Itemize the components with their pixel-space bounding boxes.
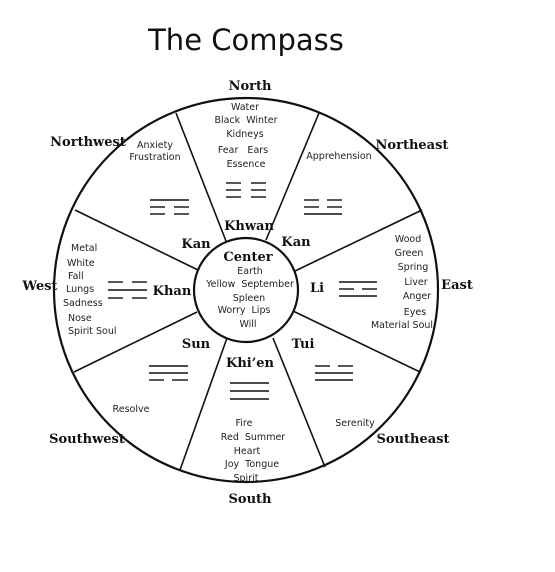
- attribute-text: Wood: [395, 234, 422, 245]
- attribute-text: Sadness: [63, 298, 103, 309]
- sector-northeast-attributes: Apprehension: [306, 151, 371, 162]
- attribute-text: Spirit Soul: [68, 326, 117, 337]
- center-line: Earth: [237, 266, 262, 277]
- center-line: Yellow September: [205, 279, 294, 290]
- attribute-text: Fire: [236, 418, 253, 429]
- trigram-kan-northeast: Kan: [281, 235, 311, 250]
- attribute-text: Fear Ears: [218, 145, 268, 156]
- trigram-khan: Khan: [153, 284, 192, 299]
- sector-north-attributes: Water Black Winter Kidneys Fear Ears Ess…: [214, 102, 277, 170]
- direction-north: North: [229, 79, 272, 94]
- sector-west-attributes: Metal White Fall Lungs Sadness Nose Spir…: [63, 243, 117, 337]
- sector-northwest-attributes: Anxiety Frustration: [129, 140, 180, 163]
- attribute-text: Anger: [403, 291, 431, 302]
- trigram-symbol-kan-northwest: [150, 199, 189, 215]
- center-attributes: Earth Yellow September Spleen Worry Lips…: [205, 266, 294, 330]
- direction-northwest: Northwest: [50, 135, 126, 150]
- direction-southeast: Southeast: [377, 432, 450, 447]
- trigram-kan-northwest: Kan: [181, 237, 211, 252]
- sector-southwest-attributes: Resolve: [113, 404, 150, 415]
- direction-east: East: [441, 278, 473, 293]
- direction-west: West: [21, 279, 57, 294]
- attribute-text: Nose: [68, 313, 92, 324]
- divider-s-sw: [179, 337, 228, 471]
- direction-northeast: Northeast: [376, 138, 449, 153]
- trigram-symbol-khien: [230, 382, 269, 400]
- attribute-text: Green: [395, 248, 424, 259]
- attribute-text: Frustration: [129, 152, 180, 163]
- attribute-text: Serenity: [335, 418, 375, 429]
- attribute-text: Spirit: [234, 473, 259, 484]
- attribute-text: Heart: [234, 446, 261, 457]
- divider-w-nw: [74, 209, 199, 271]
- trigram-symbol-kan-northeast: [304, 199, 342, 215]
- attribute-text: Red Summer: [221, 432, 285, 443]
- sector-dividers: [73, 112, 423, 471]
- outer-ring: [52, 96, 440, 484]
- divider-ne-e: [294, 209, 423, 272]
- attribute-text: Fall: [68, 271, 84, 282]
- center-line: Worry Lips: [218, 305, 271, 316]
- divider-n-ne: [265, 112, 320, 241]
- attribute-text: Material Soul: [371, 320, 433, 331]
- attribute-text: Lungs: [66, 284, 94, 295]
- attribute-text: Apprehension: [306, 151, 371, 162]
- page-title: The Compass: [147, 23, 344, 57]
- sector-southeast-attributes: Serenity: [335, 418, 375, 429]
- attribute-text: Metal: [71, 243, 97, 254]
- trigram-khwan: Khwan: [224, 219, 274, 234]
- divider-nw-n: [175, 112, 227, 242]
- trigram-tui: Tui: [292, 337, 315, 352]
- attribute-text: Water: [231, 102, 259, 113]
- divider-e-se: [292, 310, 421, 373]
- divider-sw-w: [73, 311, 198, 373]
- trigram-li: Li: [310, 281, 324, 296]
- trigram-sun: Sun: [182, 337, 211, 352]
- center-label: Center: [223, 250, 272, 265]
- attribute-text: Liver: [404, 277, 427, 288]
- trigram-khien: Khi’en: [226, 356, 274, 371]
- attribute-text: Anxiety: [137, 140, 173, 151]
- trigram-symbol-khan: [108, 281, 147, 299]
- sector-south-attributes: Fire Red Summer Heart Joy Tongue Spirit: [221, 418, 285, 484]
- attribute-text: Resolve: [113, 404, 150, 415]
- center-line: Will: [239, 319, 256, 330]
- attribute-text: Kidneys: [226, 129, 263, 140]
- attribute-text: Joy Tongue: [224, 459, 279, 470]
- attribute-text: Black Winter: [214, 115, 277, 126]
- divider-se-s: [272, 337, 326, 468]
- trigram-symbol-khwan: [226, 182, 266, 198]
- center-ring: [192, 236, 300, 344]
- attribute-text: Spring: [398, 262, 429, 273]
- sector-east-attributes: Wood Green Spring Liver Anger Eyes Mater…: [371, 234, 433, 331]
- center-line: Spleen: [233, 293, 265, 304]
- trigram-symbol-tui: [315, 365, 353, 381]
- direction-south: South: [229, 492, 273, 507]
- trigram-symbol-sun: [149, 365, 188, 381]
- trigram-symbol-li: [339, 281, 377, 297]
- attribute-text: Essence: [227, 159, 266, 170]
- direction-southwest: Southwest: [49, 432, 125, 447]
- attribute-text: White: [67, 258, 95, 269]
- attribute-text: Eyes: [404, 307, 426, 318]
